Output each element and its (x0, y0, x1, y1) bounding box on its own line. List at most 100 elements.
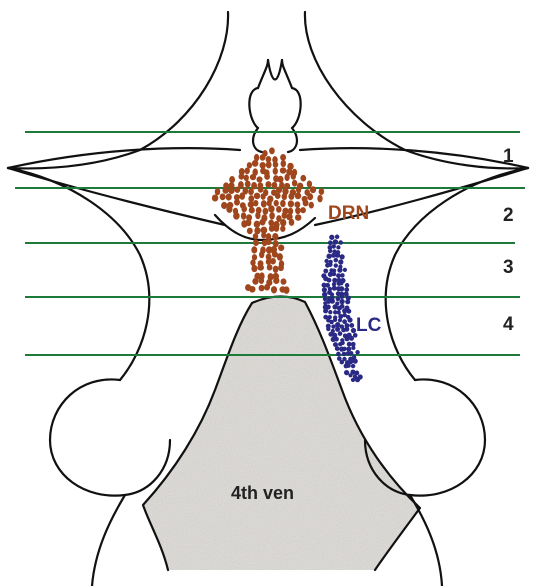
lc-dot (338, 259, 343, 264)
lc-dot (323, 308, 328, 313)
level-label-3: 3 (503, 257, 514, 278)
drn-dot (282, 212, 287, 219)
drn-dot (280, 226, 285, 232)
drn-dot (295, 192, 302, 199)
drn-dot (288, 193, 294, 200)
drn-dot (235, 186, 241, 192)
drn-dot (295, 207, 301, 214)
drn-dot (222, 187, 228, 193)
lc-dot (353, 359, 358, 364)
drn-dot (257, 176, 263, 182)
drn-dot (234, 199, 240, 206)
lc-dot (342, 308, 347, 313)
drn-dot (307, 193, 313, 200)
drn-dot (251, 265, 257, 272)
lc-dot (324, 259, 328, 263)
level-label-2: 2 (503, 205, 514, 226)
drn-dot (283, 286, 289, 294)
lc-dot (336, 352, 341, 357)
drn-dot (300, 207, 306, 213)
drn-dot (264, 173, 270, 180)
lc-dot (340, 273, 345, 278)
lc-dot (338, 240, 342, 244)
drn-dot (275, 193, 281, 199)
lc-dot (355, 350, 359, 354)
drn-dot (265, 238, 271, 245)
lc-dot (335, 346, 340, 351)
drn-dot (212, 195, 218, 202)
drn-dot (273, 168, 278, 175)
lc-dot (340, 341, 344, 345)
lc-dot (340, 360, 345, 365)
lc-dot (328, 249, 332, 253)
drn-dot (226, 206, 232, 213)
lc-dot (338, 318, 342, 322)
lc-dot (342, 352, 347, 357)
lc-dot (335, 235, 340, 240)
drn-dot (270, 258, 276, 265)
lc-dot (322, 287, 327, 292)
drn-dot (277, 253, 283, 261)
drn-dot (233, 212, 240, 220)
lc-dot (336, 245, 340, 249)
drn-dot (249, 207, 255, 214)
drn-dot (278, 245, 284, 252)
lc-dot (339, 254, 344, 259)
lc-dot (331, 244, 336, 249)
lc-dot (337, 267, 342, 272)
lc-dot (333, 239, 338, 244)
lc-dot (347, 317, 352, 322)
drn-dot (292, 180, 297, 187)
drn-dot (261, 232, 266, 238)
drn-dot (284, 174, 289, 181)
drn-dot (289, 219, 295, 226)
drn-dot (295, 214, 301, 221)
drn-dot (291, 173, 296, 180)
drn-dot (276, 206, 282, 213)
drn-dot (254, 193, 260, 200)
lc-dot (336, 296, 341, 301)
drn-dot (221, 202, 227, 209)
lc-dot (351, 346, 355, 350)
drn-dot (274, 225, 280, 231)
lc-dot (331, 324, 335, 328)
drn-dot (268, 205, 274, 212)
lc-dot (339, 281, 343, 285)
drn-dot (251, 182, 257, 190)
drn-dot (272, 233, 278, 240)
drn-dot (244, 167, 249, 174)
drn-dot (267, 264, 273, 270)
drn-dot (277, 176, 283, 183)
drn-dot (261, 200, 267, 207)
lc-dot (343, 268, 347, 272)
drn-dot (265, 181, 271, 188)
drn-dot (266, 161, 272, 168)
lc-dot (349, 323, 354, 328)
drn-dot (253, 240, 259, 246)
lc-dot (340, 304, 345, 309)
drn-dot (215, 188, 221, 195)
drn-dot (274, 200, 279, 207)
lc-dot (351, 378, 355, 382)
drn-dot (259, 251, 264, 258)
drn-dot (307, 180, 312, 187)
drn-dot (280, 219, 286, 227)
drn-dot (245, 180, 251, 187)
drn-dot (253, 233, 259, 239)
drn-dot (273, 277, 279, 284)
drn-dot (238, 174, 244, 180)
drn-dot (271, 182, 277, 189)
lc-dot (332, 286, 337, 291)
drn-dot (259, 277, 264, 284)
drn-dot (280, 154, 286, 161)
drn-dot (280, 200, 286, 207)
drn-dot (310, 186, 316, 193)
drn-dot (281, 160, 287, 167)
drn-dot (226, 193, 232, 200)
drn-dot (253, 200, 258, 206)
drn-dot (269, 147, 275, 154)
drn-dot (258, 186, 264, 192)
drn-nucleus-dots (212, 147, 324, 294)
lc-dot (322, 292, 327, 297)
drn-dot (254, 221, 260, 228)
